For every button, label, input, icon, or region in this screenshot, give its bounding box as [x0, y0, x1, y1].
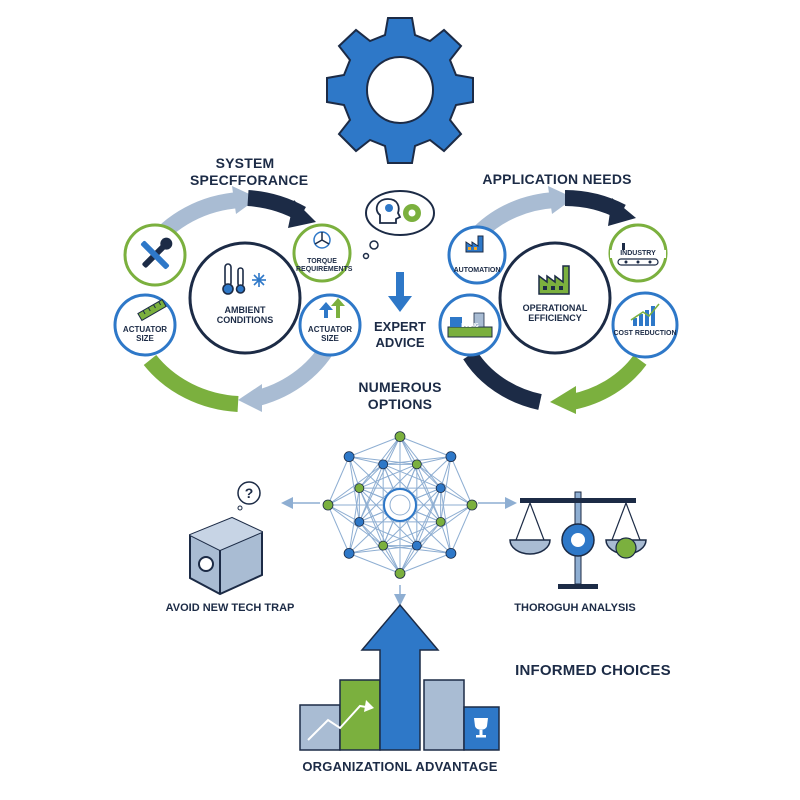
- gear-icon: [326, 17, 474, 164]
- left-node-actuator-right: [298, 293, 362, 357]
- conveyor-icon: [617, 243, 659, 266]
- cube-question-icon: ?: [189, 481, 263, 596]
- factory-icon: [465, 235, 484, 253]
- network-diagram: [322, 431, 478, 579]
- right-cycle-ring: [463, 186, 647, 414]
- right-node-cost-label: COST REDUCTION: [613, 330, 677, 337]
- expert-advice-label: EXPERT ADVICE: [360, 319, 440, 351]
- right-node-production: [438, 293, 502, 357]
- network-node: [411, 459, 422, 470]
- network-node: [378, 540, 389, 551]
- network-node: [435, 483, 446, 494]
- left-cycle-title: SYSTEM SPECFFORANCE: [190, 155, 309, 189]
- network-node: [343, 547, 355, 559]
- network-node: [378, 459, 389, 470]
- network-node: [466, 499, 478, 511]
- actuator-left-line2: SIZE: [136, 333, 154, 343]
- right-center-label-line1: OPERATIONAL: [522, 303, 588, 313]
- fan-icon: [313, 231, 331, 249]
- thorough-analysis-label: THOROGUH ANALYSIS: [514, 602, 636, 614]
- actuator-right-line2: SIZE: [321, 333, 339, 343]
- right-node-automation-label: AUTOMATION: [453, 267, 501, 274]
- left-cycle-title-line1: SYSTEM: [215, 155, 275, 171]
- left-center-label-line1: AMBIENT: [224, 305, 266, 315]
- actuator-right-line1: ACTUATOR: [307, 325, 353, 334]
- network-node: [394, 568, 406, 579]
- network-node: [435, 516, 446, 527]
- avoid-trap-label: AVOID NEW TECH TRAP: [165, 602, 295, 614]
- balance-scale-icon: [509, 491, 647, 589]
- factory-icon-center: [538, 265, 570, 295]
- left-node-torque: [292, 223, 352, 283]
- right-center-circle: [498, 241, 612, 355]
- network-node: [343, 451, 355, 463]
- ruler-icon: [137, 298, 167, 322]
- bar-chart-icon: [630, 303, 660, 326]
- actuator-left-line1: ACTUATOR: [122, 325, 168, 334]
- torque-label-line2: REQUIREMENTS: [296, 265, 353, 273]
- network-node: [445, 547, 457, 559]
- network-node: [354, 516, 365, 527]
- right-node-industry-label: INDUSTRY: [610, 250, 666, 258]
- options-line1: NUMEROUS: [358, 379, 442, 395]
- informed-choices-label: INFORMED CHOICES: [515, 662, 671, 679]
- expert-line1: EXPERT: [373, 319, 426, 334]
- left-node-actuator-right-label: ACTUATOR SIZE: [305, 325, 355, 344]
- expert-line2: ADVICE: [375, 335, 425, 351]
- torque-label-line1: TORQUE: [307, 258, 337, 265]
- organizational-advantage-label: ORGANIZATIONL ADVANTAGE: [302, 759, 498, 774]
- right-node-automation: [447, 225, 507, 285]
- network-node: [354, 483, 365, 494]
- head-gear-icon: [375, 198, 421, 224]
- wrench-screwdriver-icon: [140, 237, 173, 270]
- thermometer-snowflake-icon: [222, 263, 266, 295]
- right-cycle-title: APPLICATION NEEDS: [482, 171, 632, 187]
- production-line-icon: [447, 312, 493, 338]
- left-center-label-line2: CONDITIONS: [216, 314, 274, 325]
- network-node: [445, 451, 457, 463]
- arrows-up-icon: [319, 298, 345, 318]
- thought-cloud: [362, 190, 435, 260]
- right-node-production-label: BSLNG: [461, 323, 479, 329]
- left-center-circle: [188, 241, 302, 355]
- left-center-label: AMBIENT CONDITIONS: [205, 305, 285, 326]
- left-node-actuator-left-label: ACTUATOR SIZE: [118, 325, 172, 344]
- advantage-chart: [299, 603, 500, 751]
- network-node: [322, 499, 334, 511]
- right-center-label: OPERATIONAL EFFICIENCY: [510, 303, 600, 324]
- left-cycle-title-line2: SPECFFORANCE: [190, 172, 309, 189]
- trophy-icon: [474, 718, 488, 738]
- left-node-torque-label: TORQUE REQUIREMENTS: [296, 258, 353, 273]
- network-node: [411, 540, 422, 551]
- svg-text:?: ?: [245, 485, 254, 501]
- network-node: [394, 431, 406, 442]
- numerous-options-label: NUMEROUS OPTIONS: [340, 379, 460, 413]
- right-center-label-line2: EFFICIENCY: [528, 312, 582, 323]
- options-line2: OPTIONS: [367, 396, 433, 413]
- down-arrow-icon: [388, 272, 412, 312]
